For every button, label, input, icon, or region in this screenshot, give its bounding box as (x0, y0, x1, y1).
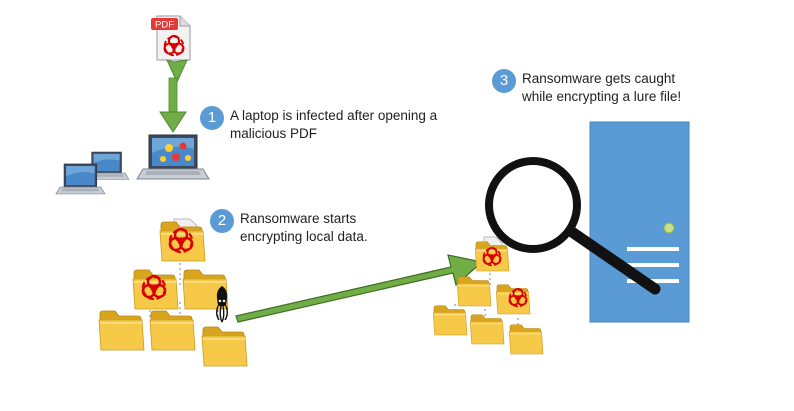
step-1-line-1: A laptop is infected after opening a (230, 108, 438, 123)
step-3: 3 Ransomware gets caught while encryptin… (492, 69, 681, 106)
folder-icon (495, 284, 531, 315)
laptop-icon-infected (136, 134, 210, 180)
step-2-line-1: Ransomware starts (240, 211, 357, 226)
pdf-file-icon: PDF (151, 15, 191, 61)
folder-icon (201, 326, 248, 367)
step-1-badge: 1 (200, 106, 224, 130)
local-folder-tree (98, 218, 248, 367)
infection-arrow (159, 59, 188, 133)
step-1: 1 A laptop is infected after opening a m… (200, 106, 437, 143)
folder-icon (508, 324, 544, 355)
step-2-badge: 2 (210, 209, 234, 233)
step-3-text: Ransomware gets caught while encrypting … (522, 70, 681, 106)
lure-folder-tree (432, 236, 544, 355)
folder-icon (132, 269, 179, 310)
pdf-label: PDF (155, 20, 174, 31)
folder-icon (456, 276, 492, 307)
folder-icon (149, 310, 196, 351)
magnifier-icon (485, 157, 661, 295)
squid-icon (216, 286, 228, 323)
step-1-line-2: malicious PDF (230, 126, 318, 141)
folder-icon (469, 314, 505, 345)
step-3-line-2: while encrypting a lure file! (522, 89, 682, 104)
step-2-text: Ransomware starts encrypting local data. (240, 210, 368, 246)
step-3-line-1: Ransomware gets caught (522, 71, 676, 86)
step-2-line-2: encrypting local data. (240, 229, 368, 244)
step-3-badge: 3 (492, 69, 516, 93)
server-icon (589, 121, 690, 323)
folder-icon (159, 218, 206, 262)
step-1-text: A laptop is infected after opening a mal… (230, 107, 437, 143)
step-2: 2 Ransomware starts encrypting local dat… (210, 209, 368, 246)
folder-icon (98, 310, 145, 351)
folder-icon (432, 305, 468, 336)
folder-icon (474, 236, 510, 272)
propagation-arrow (235, 254, 484, 323)
